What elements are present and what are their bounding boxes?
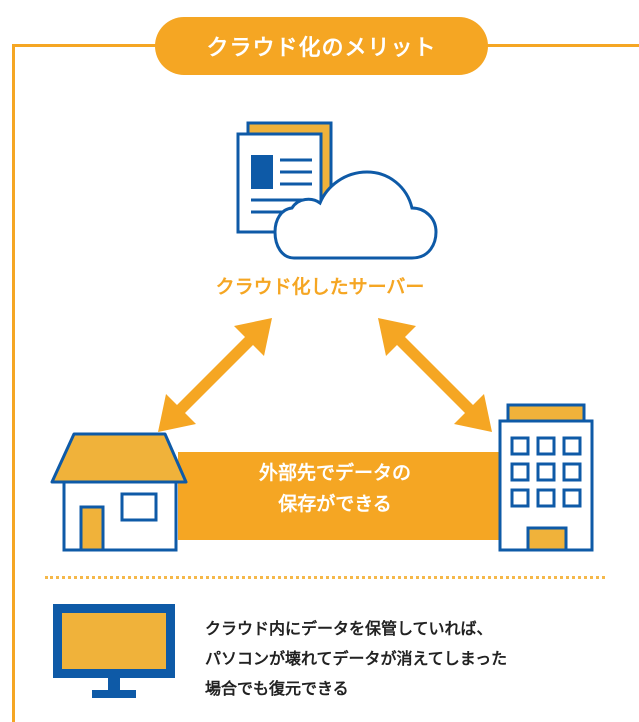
frame-left (12, 44, 15, 722)
office-building-icon (498, 403, 594, 552)
cloud-icon (273, 170, 438, 260)
note-text: クラウド内にデータを保管していれば、 パソコンが壊れてデータが消えてしまった 場… (205, 614, 615, 704)
note-line-3: 場合でも復元できる (205, 679, 349, 698)
frame-top-right (480, 44, 639, 47)
double-arrow-icon (158, 318, 492, 432)
frame-top-left (12, 44, 162, 47)
note-line-1: クラウド内にデータを保管していれば、 (205, 619, 493, 638)
title-badge: クラウド化のメリット (155, 17, 488, 75)
band (178, 452, 504, 540)
monitor-icon (53, 604, 175, 698)
server-label: クラウド化したサーバー (215, 276, 425, 298)
band-line-1: 外部先でデータの (258, 462, 411, 484)
band-text: 外部先でデータの 保存ができる (180, 458, 490, 520)
house-icon (50, 432, 188, 552)
note-line-2: パソコンが壊れてデータが消えてしまった (205, 649, 508, 668)
dotted-divider (45, 576, 605, 579)
band-line-2: 保存ができる (278, 493, 392, 515)
